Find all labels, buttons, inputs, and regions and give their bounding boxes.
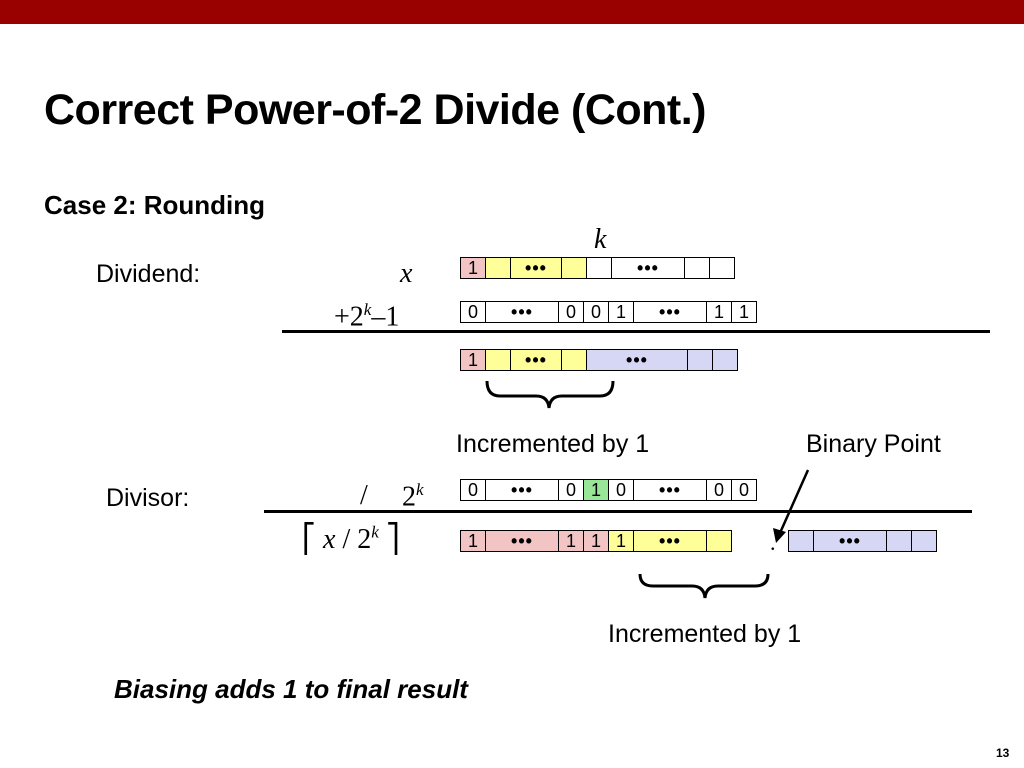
ceiling-expression: ⎡ x / 2k ⎤ (302, 522, 400, 555)
binary-point-arrow (778, 469, 810, 534)
sum-divider-line (282, 330, 990, 333)
divide-slash: / (360, 480, 368, 511)
bit-cell: 1 (706, 301, 732, 323)
bit-ellipsis: ••• (813, 530, 887, 552)
dividend-label: Dividend: (96, 260, 201, 288)
bit-ellipsis: ••• (633, 530, 707, 552)
bias-bit-row: 0 ••• 0 0 1 ••• 1 1 (460, 301, 757, 323)
bit-ellipsis: ••• (611, 257, 685, 279)
divisor-label: Divisor: (106, 484, 190, 512)
sum-bit-row: 1 ••• ••• (460, 349, 738, 371)
bit-ellipsis: ••• (510, 257, 562, 279)
incremented-label-top: Incremented by 1 (456, 430, 650, 458)
slide-subtitle: Case 2: Rounding (44, 190, 266, 220)
bit-ellipsis: ••• (633, 479, 707, 501)
divisor-bit-row: 0 ••• 0 1 0 ••• 0 0 (460, 479, 757, 501)
biasing-note: Biasing adds 1 to final result (114, 674, 468, 704)
bit-ellipsis: ••• (485, 479, 559, 501)
bit-cell (706, 530, 732, 552)
bias-expression: +2k–1 (334, 300, 400, 333)
slide-title: Correct Power-of-2 Divide (Cont.) (44, 86, 707, 134)
bit-cell (911, 530, 937, 552)
bit-cell: 1 (731, 301, 757, 323)
arrow-head-icon (773, 528, 786, 543)
bit-ellipsis: ••• (485, 301, 559, 323)
brace-bottom (638, 573, 770, 599)
incremented-label-bottom: Incremented by 1 (608, 620, 802, 648)
bit-cell: 0 (731, 479, 757, 501)
bit-cell: 0 (706, 479, 732, 501)
divisor-power: 2k (402, 480, 424, 513)
page-number: 13 (996, 746, 1010, 760)
bit-ellipsis: ••• (633, 301, 707, 323)
brace-top (485, 380, 615, 409)
bit-ellipsis: ••• (586, 349, 688, 371)
bit-cell (709, 257, 735, 279)
x-symbol: x (400, 258, 413, 289)
k-label: k (594, 224, 607, 255)
bit-cell (712, 349, 738, 371)
binary-point-label: Binary Point (806, 430, 941, 458)
bit-cell: 0 (460, 301, 486, 323)
quotient-bit-row: 1 ••• 1 1 1 ••• (460, 530, 732, 552)
dividend-bit-row: 1 ••• ••• (460, 257, 735, 279)
bit-cell: 0 (558, 479, 584, 501)
fraction-bit-row: ••• (788, 530, 937, 552)
bit-ellipsis: ••• (485, 530, 559, 552)
radix-point: . (770, 530, 776, 555)
header-bar (0, 0, 1024, 24)
quotient-divider-line (264, 510, 972, 513)
